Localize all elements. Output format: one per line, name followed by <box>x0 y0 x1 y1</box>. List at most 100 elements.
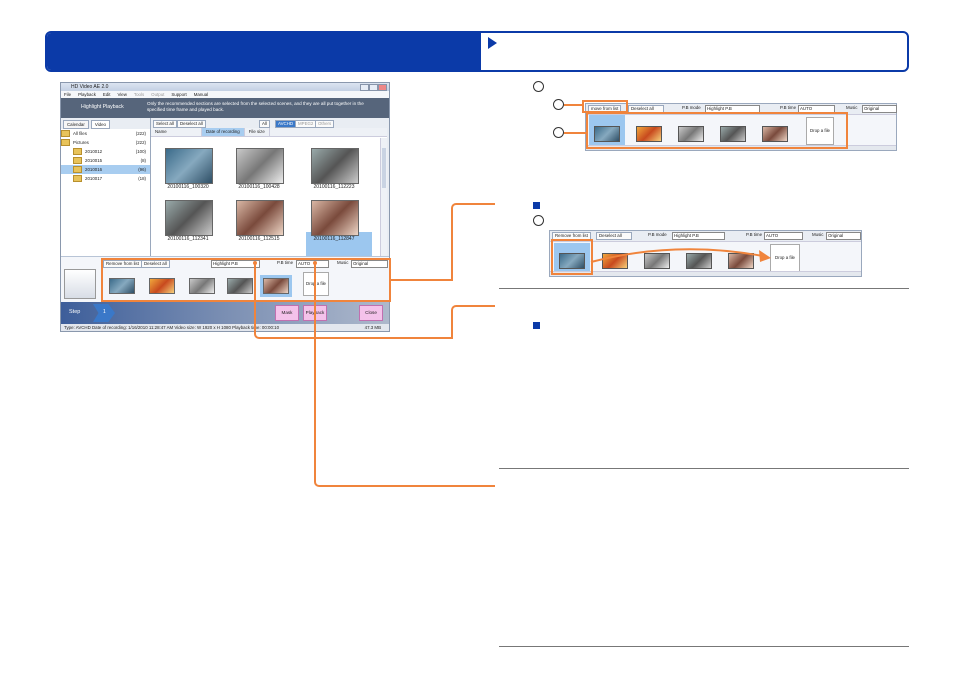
music-select[interactable]: Original <box>862 105 897 113</box>
maximize-icon[interactable] <box>369 84 378 91</box>
music-select[interactable]: Original <box>826 232 861 240</box>
thumbnail[interactable] <box>165 148 213 184</box>
clip-thumbnail[interactable] <box>109 278 135 294</box>
horizontal-scrollbar[interactable] <box>550 271 861 276</box>
clip-thumbnail[interactable] <box>636 126 662 142</box>
header-divider <box>479 33 481 70</box>
clip-thumbnail[interactable] <box>227 278 253 294</box>
menu-manual[interactable]: Manual <box>193 92 209 97</box>
playlist-strip: Remove from list Deselect all P.B mode H… <box>61 256 389 303</box>
callout-line <box>564 104 582 106</box>
clip-thumbnail[interactable] <box>762 126 788 142</box>
menu-edit[interactable]: Edit <box>102 92 111 97</box>
playlist-panel-2: Remove from list Deselect all P.B mode H… <box>549 230 862 277</box>
clip-thumbnail[interactable] <box>686 253 712 269</box>
pb-mode-label: P.B mode <box>682 105 701 110</box>
window-title: HD Video AE 2.0 <box>71 84 109 90</box>
clip-thumbnail-selected[interactable] <box>260 275 292 297</box>
step-circle <box>533 81 544 92</box>
callout-line <box>314 263 495 487</box>
close-icon[interactable] <box>378 84 387 91</box>
tree-item[interactable]: 2010012(100) <box>61 147 150 156</box>
sort-date[interactable]: Date of recording <box>202 128 245 136</box>
clip-thumbnail[interactable] <box>720 126 746 142</box>
section-divider <box>499 468 909 469</box>
thumbnail-label: 20100116_100428 <box>238 184 280 190</box>
minimize-icon[interactable] <box>360 84 369 91</box>
deselect-all-button[interactable]: Deselect all <box>596 232 632 240</box>
step-chevron: 1 <box>93 304 115 322</box>
deselect-all-button[interactable]: Deselect all <box>177 120 206 128</box>
tab-calendar[interactable]: Calendar <box>63 120 89 129</box>
status-bar: Type: AVCHD Date of recording: 1/16/2010… <box>61 324 389 331</box>
sort-header: Name Date of recording File size <box>151 128 387 137</box>
menu-playback[interactable]: Playback <box>78 92 96 97</box>
folder-tree: All files(222) Pictures(222) 2010012(100… <box>61 129 150 183</box>
folder-icon <box>61 130 70 138</box>
menu-tools[interactable]: Tools <box>133 92 145 97</box>
thumbnail[interactable] <box>236 200 284 236</box>
step-bar: Step 1 Mask Playback Close <box>61 302 389 324</box>
tree-item[interactable]: 2010015(8) <box>61 156 150 165</box>
music-select[interactable]: Original <box>351 260 388 268</box>
clip-thumbnail[interactable] <box>149 278 175 294</box>
tree-item-pictures[interactable]: Pictures(222) <box>61 138 150 147</box>
deselect-all-button[interactable]: Deselect all <box>141 260 170 268</box>
folder-icon <box>73 166 82 174</box>
tab-video[interactable]: Video <box>90 120 110 129</box>
folder-icon <box>73 175 82 183</box>
drop-a-file-target[interactable]: Drop a file <box>770 244 800 272</box>
status-size: 47.3 MB <box>364 325 381 330</box>
tree-item-all[interactable]: All files(222) <box>61 129 150 138</box>
pb-time-label: P.B time <box>746 232 763 237</box>
section-divider <box>499 288 909 289</box>
thumbnail-label: 20100116_112341 <box>167 236 209 242</box>
clip-thumbnail[interactable] <box>559 253 585 269</box>
status-details: Type: AVCHD Date of recording: 1/16/2010… <box>64 325 280 330</box>
clip-thumbnail[interactable] <box>594 126 620 142</box>
thumbnail-label: 20100116_100320 <box>167 184 209 190</box>
thumbnail[interactable] <box>311 148 359 184</box>
filter-others-button[interactable]: Others <box>315 120 335 128</box>
callout-circle <box>553 99 564 110</box>
select-all-button[interactable]: Select all <box>153 120 177 128</box>
drop-a-file-target[interactable]: Drop a file <box>806 117 834 145</box>
menu-file[interactable]: File <box>64 92 72 97</box>
music-label: Music <box>846 105 858 110</box>
folder-icon <box>61 139 70 147</box>
close-button[interactable]: Close <box>359 305 383 321</box>
pb-time-label: P.B time <box>277 260 294 265</box>
mask-button[interactable]: Mask <box>275 305 299 321</box>
pb-mode-select[interactable]: Highlight P.B <box>672 232 725 240</box>
tree-item[interactable]: 2010017(18) <box>61 174 150 183</box>
pb-time-select[interactable]: AUTO <box>296 260 329 268</box>
clip-thumbnail[interactable] <box>644 253 670 269</box>
section-bullet <box>533 322 540 329</box>
thumbnail[interactable] <box>311 200 359 236</box>
clip-thumbnail[interactable] <box>189 278 215 294</box>
sort-name[interactable]: Name <box>151 128 202 136</box>
thumbnail-label: 20100116_112847 <box>313 236 355 242</box>
thumbnail-label: 20100116_112515 <box>238 236 280 242</box>
menu-view[interactable]: View <box>117 92 127 97</box>
tree-item-selected[interactable]: 2010016(96) <box>61 165 150 174</box>
pb-mode-label: P.B mode <box>648 232 667 237</box>
app-window: HD Video AE 2.0 File Playback Edit View … <box>60 82 390 332</box>
thumbnail[interactable] <box>236 148 284 184</box>
section-divider <box>499 646 909 647</box>
menu-support[interactable]: Support <box>171 92 187 97</box>
callout-circle <box>553 127 564 138</box>
pb-time-select[interactable]: AUTO <box>764 232 803 240</box>
clip-thumbnail[interactable] <box>678 126 704 142</box>
folder-icon <box>73 157 82 165</box>
header-left-block <box>47 33 479 70</box>
filter-all-button[interactable]: All <box>259 120 270 128</box>
title-bar: HD Video AE 2.0 <box>61 83 389 91</box>
thumbnail[interactable] <box>165 200 213 236</box>
vertical-scrollbar[interactable] <box>380 138 387 284</box>
sort-size[interactable]: File size <box>245 128 270 136</box>
pb-time-label: P.B time <box>780 105 797 110</box>
music-label: Music <box>812 232 824 237</box>
menu-output[interactable]: Output <box>151 92 165 97</box>
pb-mode-select[interactable]: Highlight P.B <box>211 260 260 268</box>
